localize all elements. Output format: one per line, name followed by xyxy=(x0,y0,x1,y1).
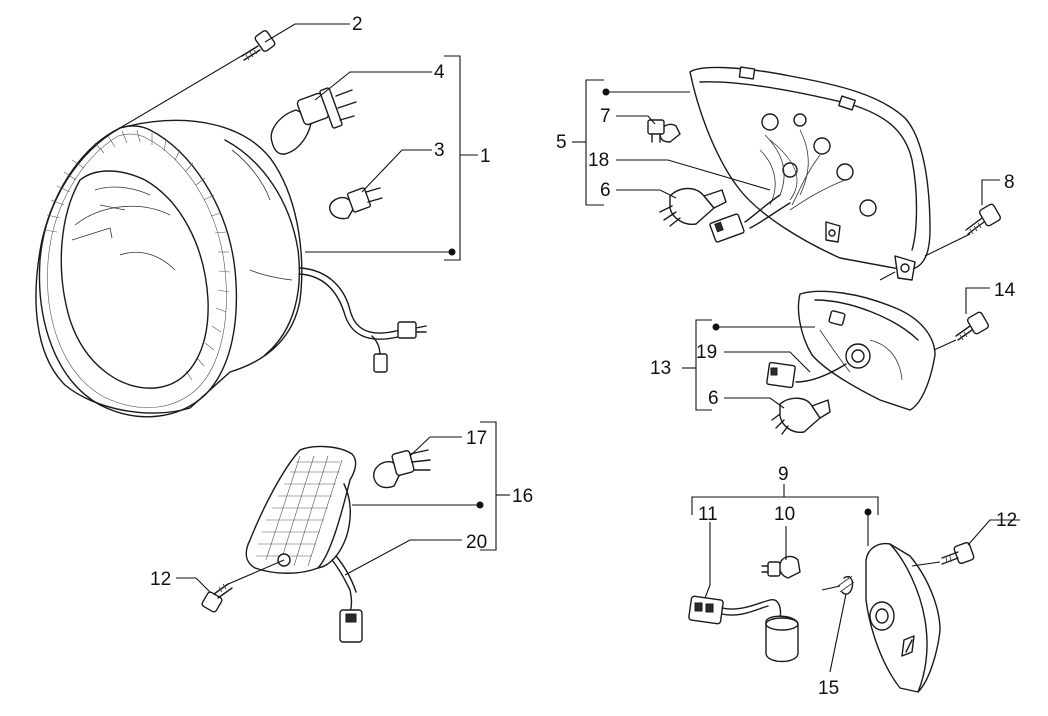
bulb-part-17 xyxy=(373,449,431,489)
callout-4: 4 xyxy=(434,62,445,83)
screw-part-12-right xyxy=(941,541,975,565)
bulb-part-3 xyxy=(329,187,383,220)
callout-10: 10 xyxy=(774,504,795,525)
clip-part-15 xyxy=(837,575,855,595)
callout-11: 11 xyxy=(698,504,718,525)
callout-1: 1 xyxy=(480,146,491,167)
callout-2: 2 xyxy=(352,14,363,35)
callout-20: 20 xyxy=(466,532,487,553)
headlamp-assembly xyxy=(35,119,427,418)
screw-part-14 xyxy=(955,311,990,341)
callout-17: 17 xyxy=(466,428,487,449)
callout-19: 19 xyxy=(696,342,717,363)
callout-12-left: 12 xyxy=(150,569,171,590)
leader-lines xyxy=(119,23,1020,673)
callout-16: 16 xyxy=(512,486,533,507)
callout-6-upper: 6 xyxy=(600,180,611,201)
callout-13: 13 xyxy=(650,358,671,379)
plate-lamp-assembly xyxy=(865,542,941,693)
screw-part-2 xyxy=(241,30,276,61)
callout-8: 8 xyxy=(1004,172,1015,193)
callout-3: 3 xyxy=(434,140,445,161)
callout-18: 18 xyxy=(588,150,609,171)
bulb-part-7 xyxy=(647,119,681,143)
callout-6-lower: 6 xyxy=(708,388,719,409)
callout-7: 7 xyxy=(600,106,611,127)
bulb-part-4 xyxy=(270,87,357,155)
socket-part-6-lower xyxy=(771,397,831,435)
callout-9: 9 xyxy=(778,464,789,485)
front-indicator-assembly xyxy=(245,445,363,643)
callout-12-right: 12 xyxy=(996,510,1017,531)
callout-15: 15 xyxy=(818,678,839,699)
screw-part-12-left xyxy=(201,583,233,613)
rear-indicator-assembly xyxy=(766,290,936,411)
callout-14: 14 xyxy=(994,280,1016,301)
bulb-holder-part-11 xyxy=(688,595,799,663)
bulb-part-10 xyxy=(761,555,801,579)
callout-labels: 1 2 3 4 5 6 6 7 8 9 10 11 12 12 13 14 15… xyxy=(150,14,1017,699)
screw-part-8 xyxy=(965,203,1002,235)
callout-5: 5 xyxy=(556,132,567,153)
socket-part-6-upper xyxy=(659,187,727,227)
tail-lamp-assembly xyxy=(689,66,931,281)
